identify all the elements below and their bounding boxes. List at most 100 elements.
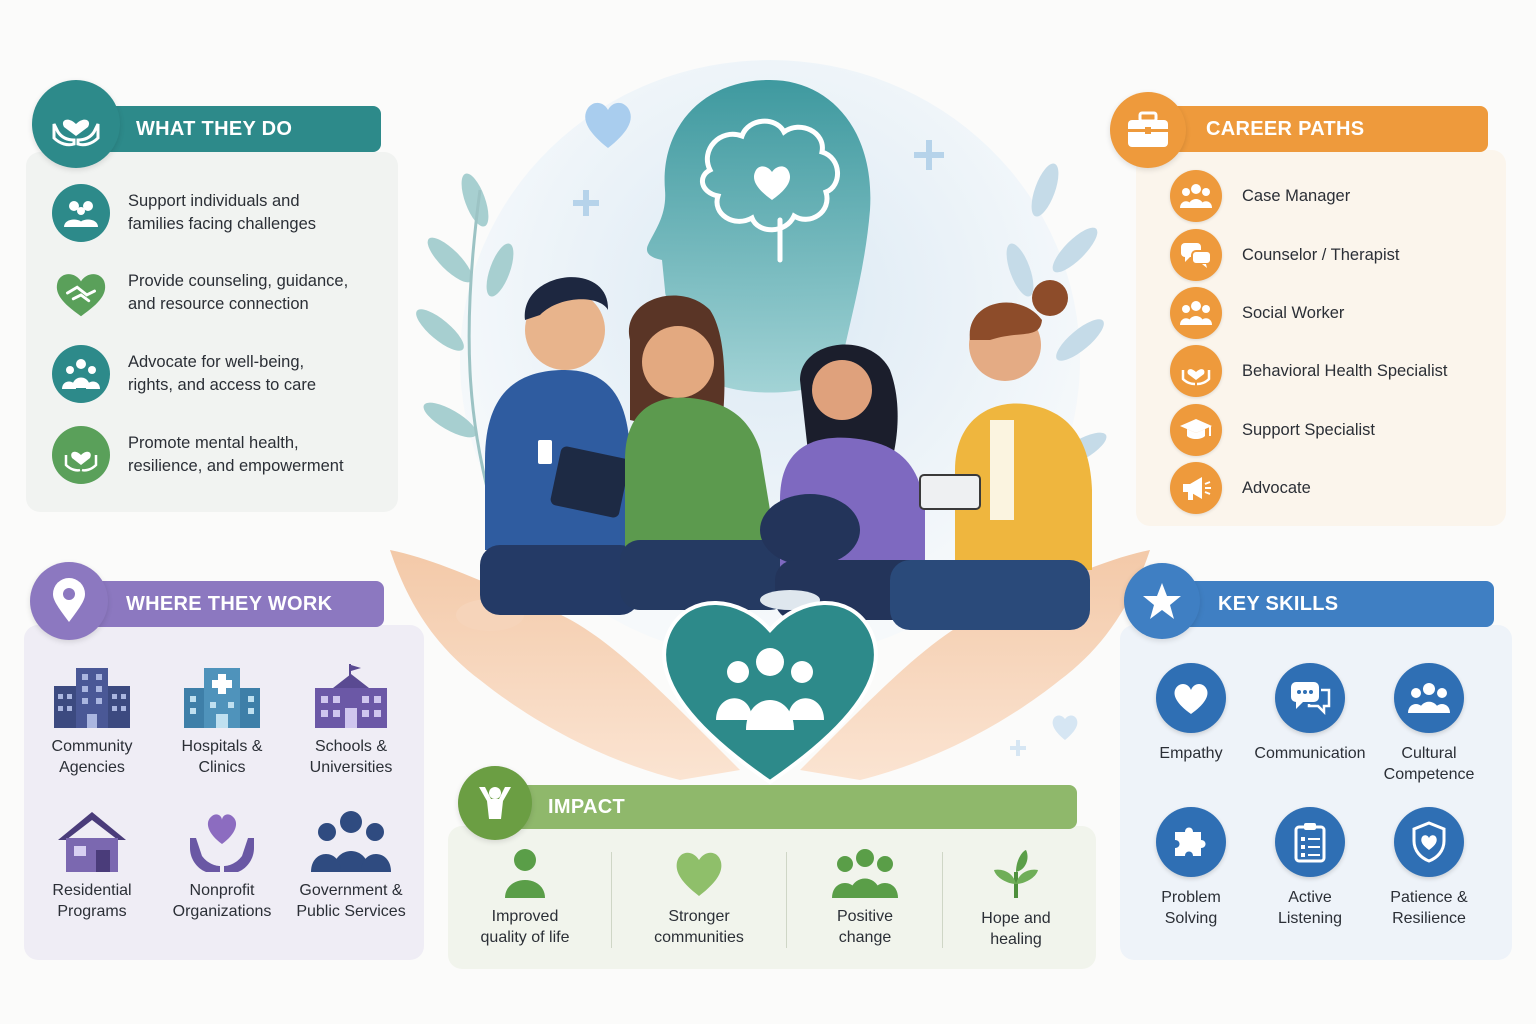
impact-item: Positive change: [790, 848, 940, 948]
career-item: Advocate: [1170, 462, 1311, 514]
career-item: Counselor / Therapist: [1170, 229, 1399, 281]
career-label: Advocate: [1242, 478, 1311, 497]
leaves-left: [416, 173, 514, 438]
skill-label: Active Listening: [1277, 889, 1343, 927]
briefcase-icon: [1110, 92, 1186, 168]
career-item: Support Specialist: [1170, 404, 1375, 456]
stem-left: [467, 189, 492, 501]
megaphone-icon: [1170, 462, 1222, 514]
impact-panel: [448, 826, 1096, 969]
heart-icon: [676, 852, 722, 896]
decorative-plus-icon: [1010, 740, 1026, 756]
career-item: Case Manager: [1170, 170, 1350, 222]
skill-item: Communication: [1245, 663, 1375, 764]
skill-label: Cultural Competence: [1383, 745, 1475, 783]
career-paths-title: CAREER PATHS: [1206, 117, 1365, 140]
school-icon: [315, 664, 387, 728]
people-icon: [1394, 663, 1464, 733]
career-label: Counselor / Therapist: [1242, 245, 1400, 264]
skill-label: Empathy: [1159, 745, 1223, 762]
people-group-icon: [832, 849, 898, 898]
what-they-do-title: WHAT THEY DO: [136, 117, 293, 140]
place-residential-programs: Residential Programs: [27, 808, 157, 922]
impact-divider: [786, 852, 787, 948]
key-skills-banner: KEY SKILLS: [1176, 581, 1494, 627]
place-label: Hospitals & Clinics: [181, 738, 263, 776]
impact-title: IMPACT: [548, 795, 625, 818]
chat-bubbles-icon: [1170, 229, 1222, 281]
career-item: Behavioral Health Specialist: [1170, 345, 1447, 397]
what-they-do-item: Support individuals and families facing …: [52, 184, 382, 242]
career-item: Social Worker: [1170, 287, 1344, 339]
place-label: Community Agencies: [51, 738, 133, 776]
skill-item: Cultural Competence: [1364, 663, 1494, 785]
person-woman-yellow: [890, 280, 1092, 630]
impact-banner: IMPACT: [500, 785, 1077, 829]
impact-label: Improved quality of life: [480, 908, 570, 946]
what-they-do-item: Provide counseling, guidance, and resour…: [52, 264, 382, 322]
place-label: Residential Programs: [52, 882, 132, 920]
central-heart-icon: [662, 601, 878, 785]
impact-item: Hope and healing: [941, 848, 1091, 950]
people-group-icon: [311, 811, 391, 872]
hospital-icon: [184, 668, 260, 728]
skill-label: Communication: [1254, 745, 1366, 762]
place-community-agencies: Community Agencies: [27, 664, 157, 778]
key-skills-title: KEY SKILLS: [1218, 592, 1339, 615]
hands-heart-icon: [1170, 345, 1222, 397]
handshake-heart-icon: [52, 264, 110, 322]
impact-item: Improved quality of life: [450, 848, 600, 948]
career-paths-banner: CAREER PATHS: [1170, 106, 1488, 152]
heart-icon: [1156, 663, 1226, 733]
where-they-work-title: WHERE THEY WORK: [126, 592, 333, 615]
decorative-plus-icon: [573, 190, 599, 216]
what-they-do-text: Support individuals and families facing …: [128, 192, 317, 233]
place-label: Nonprofit Organizations: [172, 882, 272, 920]
what-they-do-text: Advocate for well-being, rights, and acc…: [128, 353, 317, 394]
impact-label: Hope and healing: [981, 910, 1051, 948]
people-icon: [716, 648, 824, 730]
person-counselor-man: [480, 277, 640, 615]
place-hospitals-clinics: Hospitals & Clinics: [157, 664, 287, 778]
what-they-do-item: Promote mental health, resilience, and e…: [52, 426, 382, 484]
brain-icon: [700, 118, 840, 263]
what-they-do-text: Provide counseling, guidance, and resour…: [128, 272, 349, 313]
group-icon: [52, 345, 110, 403]
skill-item: Empathy: [1126, 663, 1256, 764]
skill-item: Active Listening: [1245, 807, 1375, 929]
place-government-public-services: Government & Public Services: [286, 808, 416, 922]
career-label: Social Worker: [1242, 303, 1345, 322]
hands-heart-icon: [190, 814, 254, 872]
person-icon: [505, 849, 545, 898]
what-they-do-item: Advocate for well-being, rights, and acc…: [52, 345, 382, 403]
impact-label: Positive change: [836, 908, 894, 946]
star-icon: [1124, 563, 1200, 639]
skill-label: Problem Solving: [1161, 889, 1221, 927]
family-icon: [52, 184, 110, 242]
people-icon: [1170, 287, 1222, 339]
decorative-heart-icon: [585, 102, 631, 148]
impact-label: Stronger communities: [654, 908, 744, 946]
skill-item: Problem Solving: [1126, 807, 1256, 929]
decorative-plus-icon: [914, 140, 944, 170]
location-pin-icon: [30, 562, 108, 640]
what-they-do-text: Promote mental health, resilience, and e…: [128, 434, 344, 475]
place-nonprofit-organizations: Nonprofit Organizations: [157, 808, 287, 922]
clipboard-icon: [1275, 807, 1345, 877]
celebrating-person-icon: [458, 766, 532, 840]
central-illustration: [390, 60, 1150, 785]
career-label: Behavioral Health Specialist: [1242, 361, 1448, 380]
impact-divider: [942, 852, 943, 948]
people-icon: [1170, 170, 1222, 222]
place-schools-universities: Schools & Universities: [286, 664, 416, 778]
impact-divider: [611, 852, 612, 948]
skill-label: Patience & Resilience: [1390, 889, 1468, 927]
place-label: Government & Public Services: [296, 882, 406, 920]
skill-item: Patience & Resilience: [1364, 807, 1494, 929]
career-label: Support Specialist: [1242, 420, 1375, 439]
sprout-icon: [994, 850, 1038, 898]
where-they-work-banner: WHERE THEY WORK: [90, 581, 384, 627]
hands-heart-icon: [32, 80, 120, 168]
chat-bubbles-icon: [1275, 663, 1345, 733]
decorative-heart-icon: [1052, 715, 1078, 740]
